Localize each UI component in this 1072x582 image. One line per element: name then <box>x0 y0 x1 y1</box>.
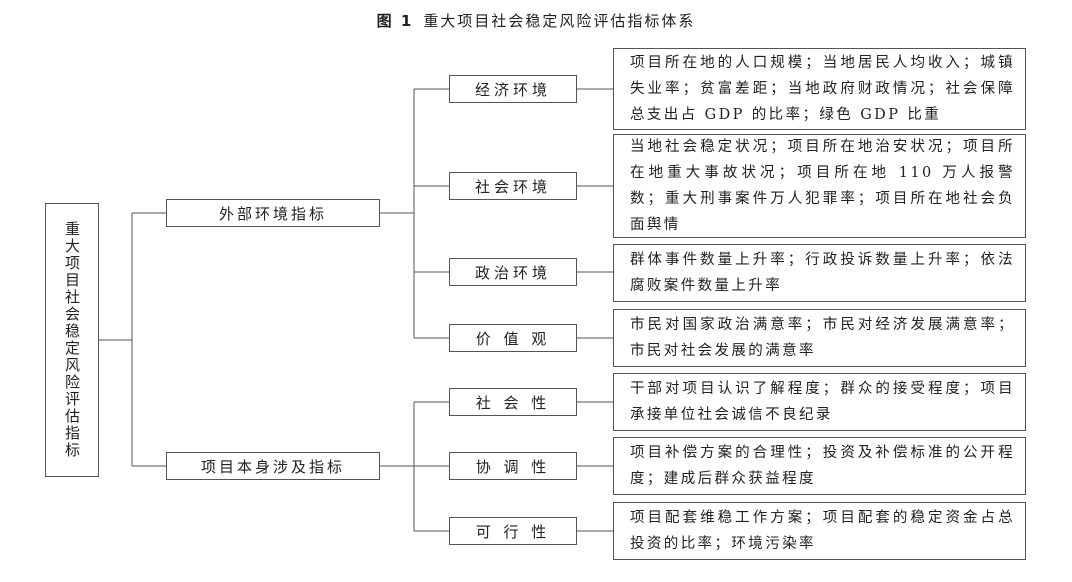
node-coordination: 协 调 性 <box>449 452 577 480</box>
desc-values: 市民对国家政治满意率；市民对经济发展满意率；市民对社会发展的满意率 <box>613 309 1026 367</box>
node-values: 价 值 观 <box>449 324 577 352</box>
node-political-environment: 政治环境 <box>449 258 577 286</box>
node-social-environment: 社会环境 <box>449 172 577 200</box>
node-sociality: 社 会 性 <box>449 388 577 416</box>
desc-feasibility: 项目配套维稳工作方案；项目配套的稳定资金占总投资的比率；环境污染率 <box>613 502 1026 560</box>
group-external-environment: 外部环境指标 <box>166 199 380 227</box>
desc-sociality: 干部对项目认识了解程度；群众的接受程度；项目承接单位社会诚信不良纪录 <box>613 373 1026 431</box>
desc-economic-environment: 项目所在地的人口规模；当地居民人均收入；城镇失业率；贫富差距；当地政府财政情况；… <box>613 48 1026 130</box>
node-feasibility: 可 行 性 <box>449 517 577 545</box>
figure-title: 图 1 重大项目社会稳定风险评估指标体系 <box>0 10 1072 31</box>
figure-caption: 重大项目社会稳定风险评估指标体系 <box>423 12 696 30</box>
figure-number: 图 1 <box>376 12 414 30</box>
desc-political-environment: 群体事件数量上升率；行政投诉数量上升率；依法腐败案件数量上升率 <box>613 244 1026 302</box>
node-economic-environment: 经济环境 <box>449 75 577 103</box>
root-node: 重大项目社会稳定风险评估指标 <box>45 203 99 477</box>
desc-coordination: 项目补偿方案的合理性；投资及补偿标准的公开程度；建成后群众获益程度 <box>613 437 1026 495</box>
desc-social-environment: 当地社会稳定状况；项目所在地治安状况；项目所在地重大事故状况；项目所在地 110… <box>613 134 1026 238</box>
group-project-itself: 项目本身涉及指标 <box>166 452 380 480</box>
